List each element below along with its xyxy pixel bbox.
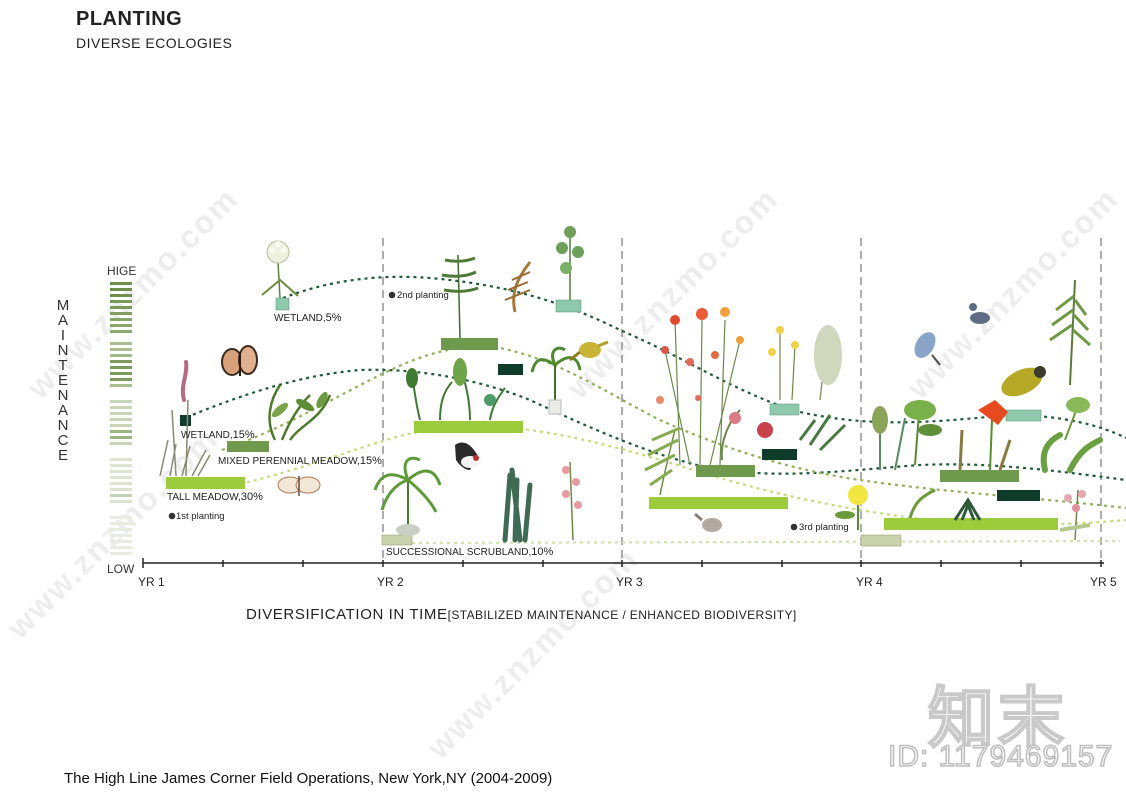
habitat-bars	[166, 297, 1058, 547]
scrubland-bar	[381, 534, 413, 546]
y-axis-letter: M	[56, 297, 70, 314]
watermark-logo: 知末	[927, 679, 1068, 758]
x-tick-label: YR 5	[1090, 575, 1117, 589]
planting-note-first: 1st planting	[176, 511, 225, 522]
bird-icon	[455, 442, 479, 470]
leafy-plant-icon	[406, 358, 506, 421]
planting-note-second: 2nd planting	[397, 290, 449, 301]
y-axis-letter: I	[60, 327, 66, 344]
bird-icon	[1001, 366, 1046, 397]
flower-icon	[562, 461, 582, 541]
x-tick-label: YR 2	[377, 575, 404, 589]
bird-icon	[694, 512, 722, 532]
y-axis-letter: E	[57, 372, 68, 389]
leafy-plant-icon	[720, 409, 847, 461]
habitat-label-wetland-5: WETLAND,5%	[274, 312, 342, 324]
watermark-id: ID: 1179469157	[887, 739, 1114, 774]
wetland-5-bar	[275, 297, 290, 311]
x-axis	[142, 558, 1104, 568]
flower-icon	[656, 307, 744, 466]
tall-meadow-bar	[166, 477, 245, 489]
habitat-label-tall-meadow: TALL MEADOW,30%	[167, 491, 263, 503]
x-tick-label: YR 1	[138, 575, 165, 589]
x-tick-label: YR 4	[856, 575, 883, 589]
fern-icon	[644, 426, 681, 496]
grass-icon	[502, 467, 533, 543]
habitat-label-wetland-15: WETLAND,15%	[181, 429, 255, 441]
page-title: PLANTING	[76, 8, 183, 30]
flower-icon	[768, 325, 842, 401]
planting-note-third: 3rd planting	[799, 522, 849, 533]
palm-icon	[530, 346, 582, 415]
wetland-15-bar	[180, 415, 191, 426]
habitat-label-scrubland: SUCCESSIONAL SCRUBLAND,10%	[386, 546, 554, 558]
flower-icon	[835, 485, 868, 530]
bird-icon	[569, 340, 609, 362]
bird-icon	[914, 332, 941, 366]
fern-icon	[441, 254, 532, 339]
flower-icon	[261, 240, 299, 299]
bird-icon	[969, 303, 990, 324]
year-dividers	[382, 238, 1102, 560]
y-axis-letter: N	[57, 387, 69, 404]
credit-line: The High Line James Corner Field Operati…	[64, 770, 553, 787]
grass-icon	[159, 360, 211, 477]
habitat-label-mixed-meadow: MIXED PERENNIAL MEADOW,15%	[218, 455, 382, 467]
y-axis-low-label: LOW	[107, 562, 135, 576]
fern-icon	[556, 226, 584, 300]
planting-dot	[168, 512, 176, 520]
y-axis-title: M A I N T E N A N C E	[56, 298, 70, 463]
leafy-plant-icon	[872, 399, 942, 471]
x-axis-title-main: DIVERSIFICATION IN TIME	[246, 606, 448, 623]
y-axis-high-label: HIGE	[107, 264, 137, 278]
butterfly-icon	[277, 476, 321, 496]
planting-dot	[388, 291, 396, 299]
planting-dot	[790, 523, 798, 531]
y-axis-letter: A	[57, 312, 68, 329]
y-axis-letter: C	[57, 432, 69, 449]
grass-icon	[908, 488, 982, 521]
maintenance-scale	[110, 282, 132, 555]
fern-icon	[1040, 279, 1103, 473]
y-axis-letter: T	[58, 357, 68, 374]
butterfly-icon	[221, 345, 258, 376]
leafy-plant-icon	[268, 384, 332, 441]
page-subtitle: DIVERSE ECOLOGIES	[76, 35, 233, 51]
y-axis-letter: N	[57, 342, 69, 359]
flower-icon	[1059, 489, 1091, 541]
mixed-meadow-bar	[227, 441, 269, 452]
x-tick-label: YR 3	[616, 575, 643, 589]
palm-icon	[373, 456, 442, 536]
y-axis-letter: N	[57, 417, 69, 434]
y-axis-letter: E	[57, 447, 68, 464]
y-axis-letter: A	[57, 402, 68, 419]
x-axis-title-sub: [STABILIZED MAINTENANCE / ENHANCED BIODI…	[447, 608, 797, 622]
x-axis-title: DIVERSIFICATION IN TIME[STABILIZED MAINT…	[246, 606, 797, 623]
flower-icon	[958, 400, 1012, 471]
